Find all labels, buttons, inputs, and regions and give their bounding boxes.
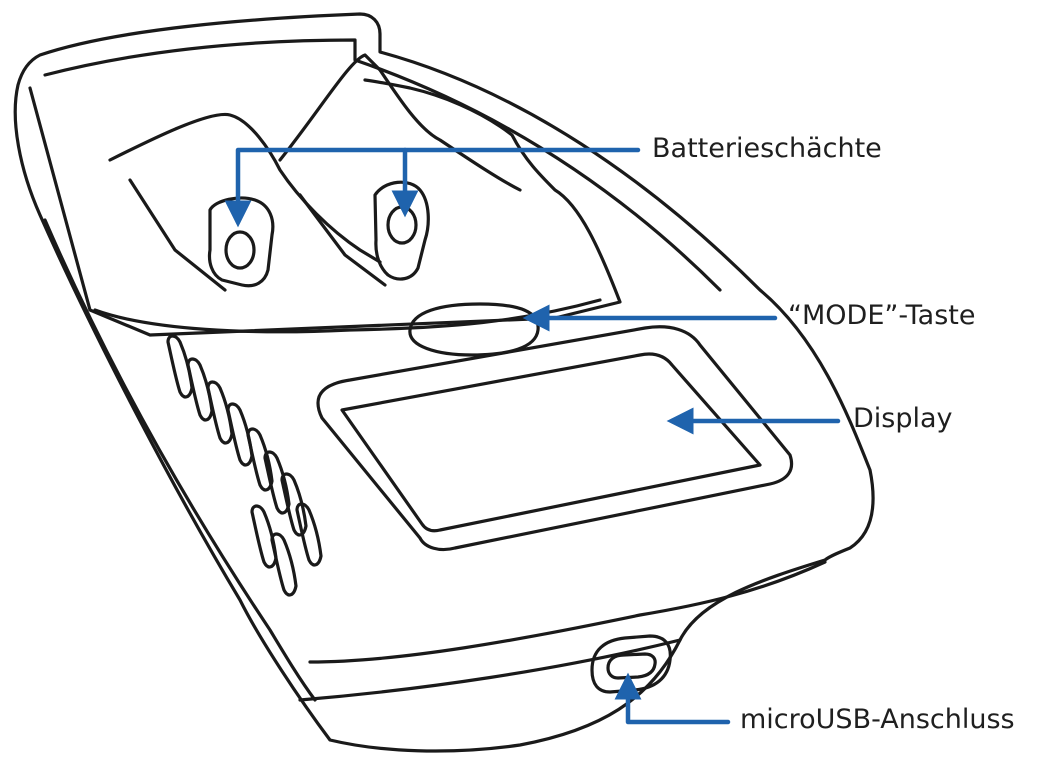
slot-right-floor bbox=[298, 193, 387, 287]
contact-left bbox=[207, 196, 275, 288]
contact-right-hole bbox=[386, 205, 418, 245]
display-label: Display bbox=[853, 403, 953, 434]
arrow-usb bbox=[614, 672, 731, 725]
display-bezel bbox=[316, 325, 794, 552]
usb-port-housing bbox=[590, 634, 672, 694]
battery-bay-outline bbox=[28, 78, 622, 337]
mode-button-outline bbox=[408, 302, 540, 357]
housing-front-face bbox=[308, 560, 827, 664]
display-screen bbox=[340, 352, 762, 533]
mode-button-label: “MODE”-Taste bbox=[788, 300, 976, 331]
contact-right bbox=[373, 180, 430, 281]
slot-left-floor bbox=[128, 178, 227, 292]
housing-left-edge bbox=[43, 218, 317, 702]
slot-left-wall bbox=[108, 112, 382, 264]
housing-top-rim bbox=[43, 38, 722, 292]
housing-front-lower bbox=[298, 638, 682, 702]
charger-outline bbox=[13, 12, 875, 753]
slot-divider bbox=[278, 53, 522, 192]
usb-port-label: microUSB-Anschluss bbox=[740, 704, 1015, 735]
housing-outer-edge bbox=[13, 12, 875, 753]
vent-slots bbox=[166, 334, 323, 597]
arrow-battery-slots bbox=[224, 147, 641, 228]
contact-left-hole bbox=[224, 230, 256, 270]
battery-slots-label: Batterieschächte bbox=[652, 133, 882, 164]
callout-arrows bbox=[224, 147, 841, 725]
usb-port-slot bbox=[606, 652, 657, 680]
